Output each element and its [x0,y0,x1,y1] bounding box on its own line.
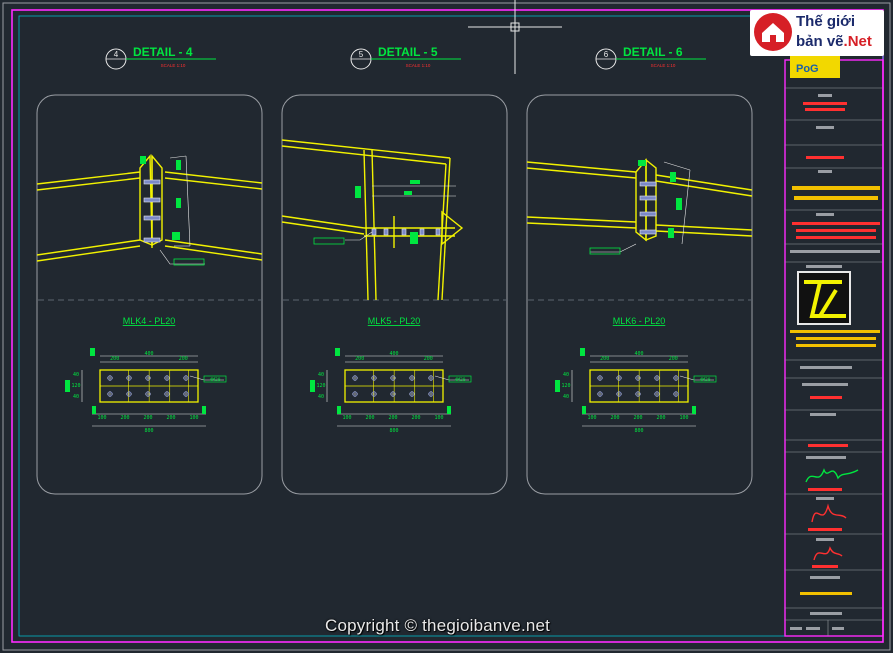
dim-bottom: 100 [679,415,688,421]
detail-title: DETAIL - 5 [378,45,438,59]
logo-line-1: Thế giới [796,13,855,30]
svg-text:PoG: PoG [796,63,819,75]
dim-top: 200 [669,356,678,362]
panel-detail-4 [36,94,263,495]
detail-scale: SCALE 1:10 [161,63,186,68]
dim-total: 800 [144,428,153,434]
panel-detail-5 [281,94,508,495]
dim-top: 200 [110,356,119,362]
plate-label: MLK5 - PL20 [368,316,421,326]
dim-top: 200 [424,356,433,362]
dim-bottom: 200 [120,415,129,421]
base-plate-4: MLK4 - PL20 200 400 200 40 120 40 100 200 200 200 1… [65,316,227,434]
dim-total: 800 [634,428,643,434]
detail-number: 4 [114,50,119,59]
bolt-note: 4M20 [210,377,221,383]
dim-side: 120 [71,383,80,389]
dim-top: 200 [355,356,364,362]
dims-detail-5 [345,185,456,241]
dim-bottom: 200 [633,415,642,421]
logo-line-2: bản vẽ.Net [796,33,872,50]
dim-bottom: 100 [342,415,351,421]
connection-detail-4 [36,154,263,262]
connection-detail-6 [526,158,753,242]
dim-bottom: 200 [411,415,420,421]
detail-number: 6 [604,50,609,59]
dim-bottom: 200 [166,415,175,421]
bolt-note: 4M20 [700,377,711,383]
panel-detail-6 [526,94,753,495]
bolts-detail-4 [143,179,161,243]
dim-bottom: 100 [189,415,198,421]
dim-bottom: 200 [388,415,397,421]
dim-bottom: 100 [434,415,443,421]
connection-detail-5 [281,139,464,301]
crosshair-cursor [468,0,562,74]
detail-number: 5 [359,50,364,59]
pmg-logo [790,52,840,78]
base-plate-6: MLK6 - PL20 200 400 200 40 120 40 100 200 200 200 1… [555,316,717,434]
plate-label: MLK4 - PL20 [123,316,176,326]
dim-side: 40 [563,394,569,400]
title-block-text-marks [790,94,880,630]
site-logo[interactable]: Thế giới bản vẽ.Net [750,10,884,56]
detail-header-4: 4 DETAIL - 4 SCALE 1:10 [105,45,216,70]
signature-1 [805,468,859,483]
dim-bottom: 200 [365,415,374,421]
dim-top: 200 [179,356,188,362]
bolts-detail-5 [371,228,441,236]
detail-header-6: 6 DETAIL - 6 SCALE 1:10 [595,45,706,70]
dim-text-detail-4 [140,156,205,266]
dim-bottom: 100 [587,415,596,421]
dim-side: 120 [561,383,570,389]
signature-3 [813,546,843,561]
dim-side: 40 [73,394,79,400]
dim-top: 400 [389,351,398,357]
dim-top: 400 [634,351,643,357]
cyan-frame [18,15,884,637]
dim-side: 40 [563,372,569,378]
house-icon [754,13,792,51]
dim-text-detail-6 [589,160,682,255]
dim-bottom: 200 [610,415,619,421]
dim-top: 400 [144,351,153,357]
base-plate-5: MLK5 - PL20 200 400 200 40 120 40 100 200 200 200 1… [310,316,472,434]
detail-scale: SCALE 1:10 [406,63,431,68]
bolts-detail-6 [639,181,657,235]
dim-side: 40 [73,372,79,378]
bolt-note: 4M20 [455,377,466,383]
detail-title: DETAIL - 6 [623,45,683,59]
detail-title: DETAIL - 4 [133,45,193,59]
detail-header-5: 5 DETAIL - 5 SCALE 1:10 [350,45,461,70]
signature-2 [811,503,847,523]
title-block: PoG [784,52,884,637]
copyright-watermark: Copyright © thegioibanve.net [325,616,551,635]
dim-total: 800 [389,428,398,434]
dim-side: 120 [316,383,325,389]
dim-top: 200 [600,356,609,362]
dim-bottom: 100 [97,415,106,421]
detail-scale: SCALE 1:10 [651,63,676,68]
dim-text-detail-5 [313,180,420,245]
dim-side: 40 [318,372,324,378]
dim-bottom: 200 [656,415,665,421]
dim-side: 40 [318,394,324,400]
dims-detail-4 [159,155,205,265]
dim-bottom: 200 [143,415,152,421]
detail-panels [36,94,753,495]
plate-label: MLK6 - PL20 [613,316,666,326]
